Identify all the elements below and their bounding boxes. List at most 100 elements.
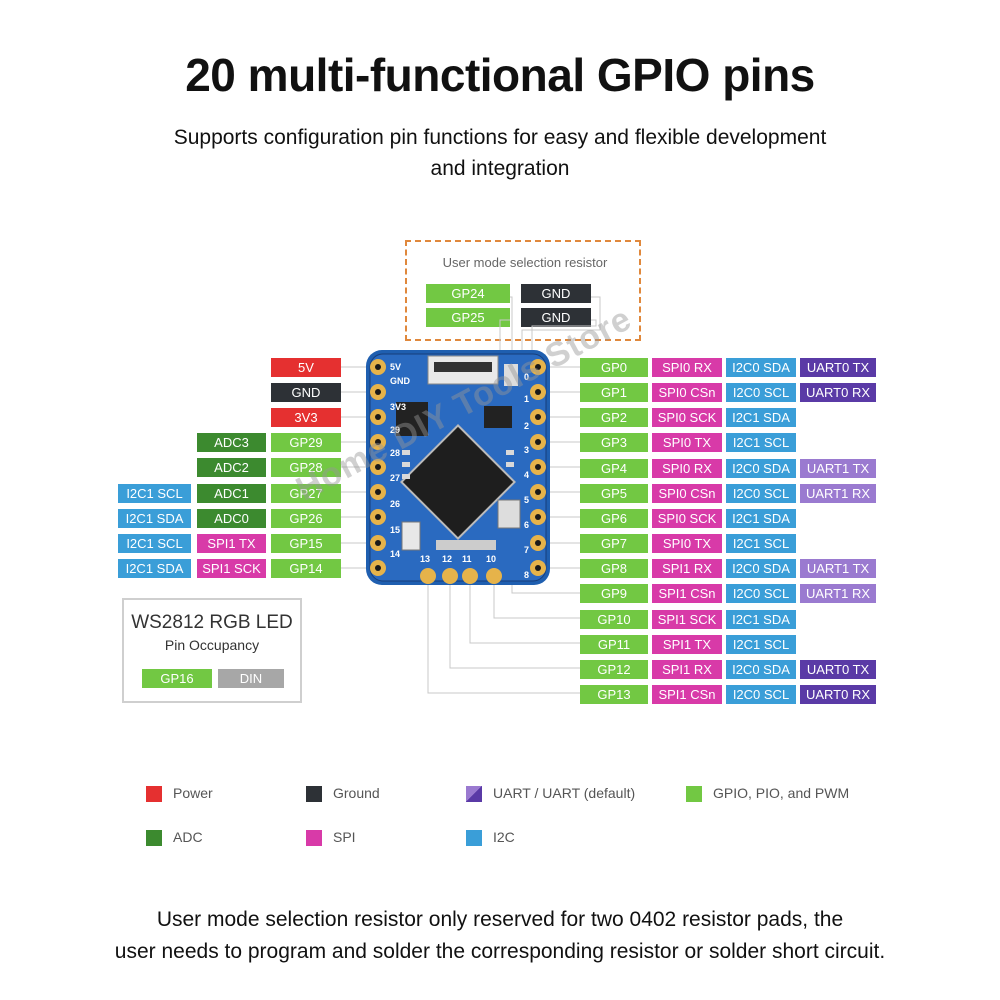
right-pin-4-gp4: GP4 <box>580 459 648 478</box>
left-pin-6-i2c1-sda: I2C1 SDA <box>118 509 191 528</box>
legend-swatch-i2c <box>466 830 482 846</box>
left-pin-7-gp15: GP15 <box>271 534 341 553</box>
right-pin-10-gp10: GP10 <box>580 610 648 629</box>
silk-label-b-0: 13 <box>420 554 430 564</box>
right-pin-0-gp0: GP0 <box>580 358 648 377</box>
right-pin-13-spi1-csn: SPI1 CSn <box>652 685 722 704</box>
ws2812-subtitle: Pin Occupancy <box>164 637 260 653</box>
subtitle-line-1: Supports configuration pin functions for… <box>173 126 827 149</box>
silk-label-r-0: 0 <box>524 372 529 382</box>
silk-label-l-1: GND <box>390 376 411 386</box>
right-pin-1-uart0-rx: UART0 RX <box>800 383 876 402</box>
right-pin-8-i2c0-sda: I2C0 SDA <box>726 559 796 578</box>
right-pin-1-i2c0-scl: I2C0 SCL <box>726 383 796 402</box>
right-pin-5-i2c0-scl: I2C0 SCL <box>726 484 796 503</box>
legend-label-adc: ADC <box>173 829 203 845</box>
silk-label-l-0: 5V <box>390 362 401 372</box>
left-pin-5-gp27: GP27 <box>271 484 341 503</box>
ws2812-din: DIN <box>218 669 284 688</box>
right-pin-10-i2c1-sda: I2C1 SDA <box>726 610 796 629</box>
legend-label-spi: SPI <box>333 829 356 845</box>
right-pin-13-uart0-rx: UART0 RX <box>800 685 876 704</box>
silk-label-r-7: 7 <box>524 545 529 555</box>
right-pin-3-gp3: GP3 <box>580 433 648 452</box>
legend-swatch-ground <box>306 786 322 802</box>
legend-label-i2c: I2C <box>493 829 515 845</box>
silk-label-b-1: 12 <box>442 554 452 564</box>
silk-label-b-3: 10 <box>486 554 496 564</box>
right-pin-5-uart1-rx: UART1 RX <box>800 484 876 503</box>
legend-label-power: Power <box>173 785 213 801</box>
right-pin-0-i2c0-sda: I2C0 SDA <box>726 358 796 377</box>
right-pin-12-uart0-tx: UART0 TX <box>800 660 876 679</box>
right-pin-13-i2c0-scl: I2C0 SCL <box>726 685 796 704</box>
left-pin-8-gp14: GP14 <box>271 559 341 578</box>
right-pin-7-spi0-tx: SPI0 TX <box>652 534 722 553</box>
left-pin-8-i2c1-sda: I2C1 SDA <box>118 559 191 578</box>
right-pin-4-uart1-tx: UART1 TX <box>800 459 876 478</box>
legend-label-ground: Ground <box>333 785 380 801</box>
right-pin-5-gp5: GP5 <box>580 484 648 503</box>
silk-label-l-5: 27 <box>390 473 400 483</box>
silk-label-r-5: 5 <box>524 495 529 505</box>
right-pin-12-i2c0-sda: I2C0 SDA <box>726 660 796 679</box>
right-pin-9-uart1-rx: UART1 RX <box>800 584 876 603</box>
user-resistor-box <box>405 240 641 341</box>
legend-label-gpio: GPIO, PIO, and PWM <box>713 785 850 801</box>
silk-label-b-2: 11 <box>462 554 472 564</box>
user-resistor-gp25: GP25 <box>426 308 510 327</box>
silk-label-r-3: 3 <box>524 445 529 455</box>
legend-swatch-gpio <box>686 786 702 802</box>
right-pin-0-spi0-rx: SPI0 RX <box>652 358 722 377</box>
left-pin-6-adc0: ADC0 <box>197 509 266 528</box>
left-pin-3-gp29: GP29 <box>271 433 341 452</box>
right-pin-2-spi0-sck: SPI0 SCK <box>652 408 722 427</box>
ws2812-box <box>122 598 302 703</box>
legend-label-uart: UART / UART (default) <box>493 785 636 801</box>
silk-label-l-8: 14 <box>390 549 400 559</box>
left-pin-7-i2c1-scl: I2C1 SCL <box>118 534 191 553</box>
right-pin-12-gp12: GP12 <box>580 660 648 679</box>
right-pin-6-gp6: GP6 <box>580 509 648 528</box>
right-pin-7-i2c1-scl: I2C1 SCL <box>726 534 796 553</box>
right-pin-12-spi1-rx: SPI1 RX <box>652 660 722 679</box>
left-pin-0-5v: 5V <box>271 358 341 377</box>
right-pin-3-spi0-tx: SPI0 TX <box>652 433 722 452</box>
subtitle-line-2: and integration <box>430 157 570 180</box>
right-pin-10-spi1-sck: SPI1 SCK <box>652 610 722 629</box>
silk-label-l-3: 29 <box>390 425 400 435</box>
silk-label-l-2: 3V3 <box>390 402 406 412</box>
right-pin-1-spi0-csn: SPI0 CSn <box>652 383 722 402</box>
legend-swatch-spi <box>306 830 322 846</box>
right-pin-1-gp1: GP1 <box>580 383 648 402</box>
right-pin-8-uart1-tx: UART1 TX <box>800 559 876 578</box>
left-pin-7-spi1-tx: SPI1 TX <box>197 534 266 553</box>
ws2812-gp16: GP16 <box>142 669 212 688</box>
silk-label-r-4: 4 <box>524 470 529 480</box>
left-pin-5-adc1: ADC1 <box>197 484 266 503</box>
silk-label-l-7: 15 <box>390 525 400 535</box>
silk-label-r-2: 2 <box>524 421 529 431</box>
silk-label-r-6: 6 <box>524 520 529 530</box>
user-resistor-gnd-2: GND <box>521 308 591 327</box>
right-pin-9-gp9: GP9 <box>580 584 648 603</box>
footer-line-2: user needs to program and solder the cor… <box>114 940 886 963</box>
silk-label-r-1: 1 <box>524 394 529 404</box>
right-pin-8-spi1-rx: SPI1 RX <box>652 559 722 578</box>
right-pin-3-i2c1-scl: I2C1 SCL <box>726 433 796 452</box>
silk-label-r-8: 8 <box>524 570 529 580</box>
right-pin-11-spi1-tx: SPI1 TX <box>652 635 722 654</box>
ws2812-title: WS2812 RGB LED <box>131 612 293 633</box>
right-pin-4-spi0-rx: SPI0 RX <box>652 459 722 478</box>
legend-swatch-uart <box>466 786 482 802</box>
left-pin-8-spi1-sck: SPI1 SCK <box>197 559 266 578</box>
right-pin-0-uart0-tx: UART0 TX <box>800 358 876 377</box>
footer-line-1: User mode selection resistor only reserv… <box>156 908 844 931</box>
left-pin-5-i2c1-scl: I2C1 SCL <box>118 484 191 503</box>
right-pin-6-i2c1-sda: I2C1 SDA <box>726 509 796 528</box>
user-resistor-gp24: GP24 <box>426 284 510 303</box>
left-pin-1-gnd: GND <box>271 383 341 402</box>
page-title: 20 multi-functional GPIO pins <box>185 49 815 101</box>
right-pin-11-i2c1-scl: I2C1 SCL <box>726 635 796 654</box>
